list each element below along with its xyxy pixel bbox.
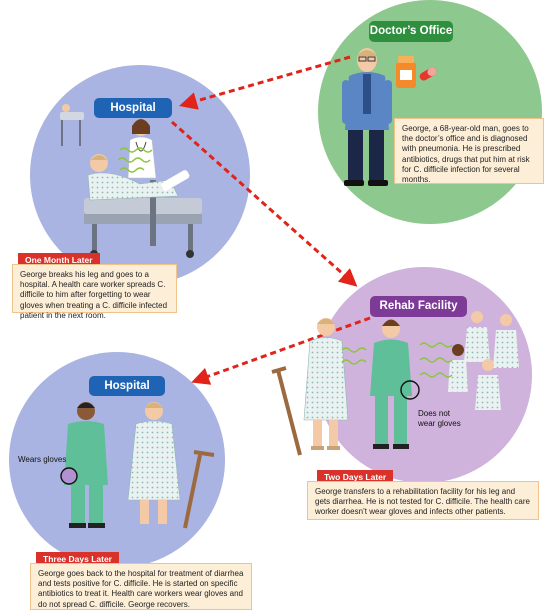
time-tag-one-month: One Month Later xyxy=(18,253,100,267)
hospital-1-caption: George breaks his leg and goes to a hosp… xyxy=(12,264,177,320)
doctor-office-label: Doctor’s Office xyxy=(369,21,453,42)
germ-wave-icon xyxy=(341,342,453,378)
health-worker-rehab xyxy=(370,319,412,449)
capsule-icon xyxy=(419,67,437,81)
hospital-1-label: Hospital xyxy=(94,98,172,118)
hospital-2-label: Hospital xyxy=(89,376,165,396)
rehab-facility-label: Rehab Facility xyxy=(370,296,467,317)
hospital-2-caption: George goes back to the hospital for tre… xyxy=(30,563,252,610)
wears-gloves-note: Wears gloves xyxy=(18,455,67,464)
crutch-icon xyxy=(271,366,302,456)
health-worker-hospital1 xyxy=(127,119,157,179)
george-figure-doctor xyxy=(342,48,392,186)
iv-pole-small-bed xyxy=(60,104,84,146)
arrow-icon xyxy=(171,120,358,287)
george-figure-hospital2 xyxy=(127,402,181,524)
time-tag-three-days: Three Days Later xyxy=(36,552,119,566)
doctor-caption: George, a 68-year-old man, goes to the d… xyxy=(394,118,544,184)
george-figure-in-bed xyxy=(87,154,190,201)
arrow-icon xyxy=(191,316,371,385)
no-glove-callout xyxy=(400,380,420,400)
rehab-caption: George transfers to a rehabilitation fac… xyxy=(307,481,539,520)
pill-bottle-icon xyxy=(396,56,416,88)
arrow-icon xyxy=(179,55,351,110)
time-tag-two-days: Two Days Later xyxy=(317,470,394,484)
crutch-icon xyxy=(183,450,215,529)
does-not-wear-gloves-note: Does not wear gloves xyxy=(418,409,461,428)
glove-callout xyxy=(60,467,78,485)
germ-wave-icon xyxy=(117,147,153,173)
george-figure-rehab xyxy=(303,318,349,450)
other-patients-rehab xyxy=(448,311,519,410)
health-worker-hospital2 xyxy=(64,402,108,528)
hospital-2-circle xyxy=(9,352,225,568)
